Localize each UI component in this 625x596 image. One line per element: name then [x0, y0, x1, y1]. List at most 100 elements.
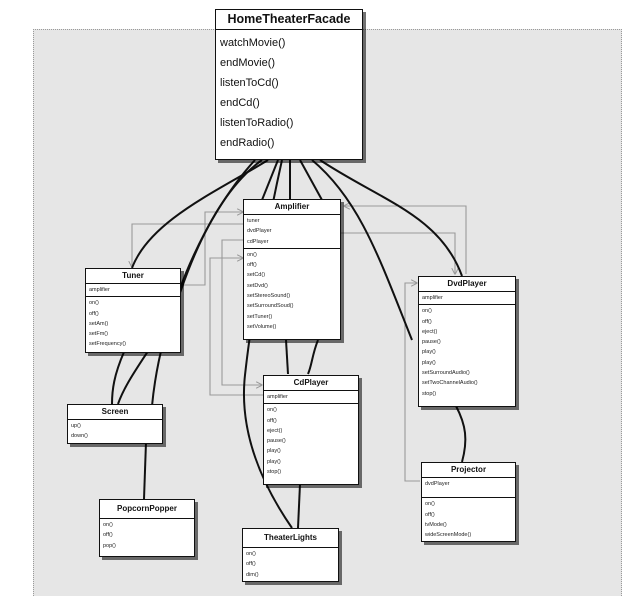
method-item: listenToCd() [220, 77, 279, 89]
field-list: dvdPlayer [422, 478, 515, 499]
method-item: on() [267, 407, 277, 414]
class-name: Projector [422, 463, 515, 478]
method-item: stop() [267, 469, 282, 476]
link-screen-popcorn [143, 441, 147, 500]
method-item: eject() [267, 427, 283, 434]
method-list: up() down() [68, 420, 162, 443]
field-list: amplifier [264, 391, 358, 405]
method-item: off() [247, 262, 257, 269]
method-item: setTuner() [247, 313, 273, 320]
class-name: Screen [68, 405, 162, 420]
arrow-cdplayer-to-amplifier [209, 258, 263, 396]
field-item: amplifier [422, 295, 443, 301]
method-item: on() [103, 522, 113, 528]
class-projector: Projector dvdPlayer on() off() tvMode() … [421, 462, 516, 542]
class-popcornpopper: PopcornPopper on() off() pop() [99, 499, 195, 557]
method-item: setStereoSound() [247, 293, 291, 300]
method-item: setDvd() [247, 282, 268, 289]
method-item: setVolume() [247, 323, 277, 330]
method-item: off() [246, 561, 256, 568]
method-item: pop() [103, 542, 116, 549]
link-facade-amplifier-right [299, 159, 323, 201]
method-item: on() [246, 551, 256, 557]
method-item: tvMode() [425, 521, 447, 528]
method-item: pause() [267, 438, 286, 445]
method-item: listenToRadio() [220, 117, 294, 129]
arrow-projector-to-dvdplayer [404, 283, 420, 482]
method-item: setCd() [247, 272, 266, 279]
field-item: cdPlayer [247, 238, 269, 245]
class-name: HomeTheaterFacade [216, 10, 362, 30]
class-name: Tuner [86, 269, 180, 284]
arrow-amplifier-to-cdplayer [221, 239, 262, 385]
class-name: TheaterLights [243, 529, 338, 548]
field-item: amplifier [267, 394, 288, 400]
link-facade-dvdplayer [319, 159, 463, 277]
class-name: PopcornPopper [100, 500, 194, 519]
link-facade-projector [311, 159, 413, 341]
method-list: on() off() setAm() setFm() setFrequency(… [86, 297, 180, 350]
method-item: setAm() [89, 320, 109, 327]
field-list: tuner dvdPlayer cdPlayer [244, 215, 340, 249]
arrow-amplifier-to-tuner [132, 223, 244, 267]
class-name: CdPlayer [264, 376, 358, 391]
field-item: tuner [247, 218, 260, 224]
method-item: play() [267, 458, 281, 465]
method-list: on() off() eject() pause() play() play()… [264, 404, 358, 478]
method-item: on() [247, 251, 257, 258]
method-item: off() [89, 310, 99, 317]
method-item: off() [103, 532, 113, 539]
method-item: stop() [422, 390, 437, 397]
field-item: amplifier [89, 287, 110, 293]
method-item: endRadio() [220, 137, 275, 149]
method-item: setFm() [89, 331, 108, 338]
class-name: DvdPlayer [419, 277, 515, 292]
method-item: on() [89, 300, 99, 307]
method-item: off() [422, 318, 432, 325]
field-list: amplifier [86, 284, 180, 298]
facade-links [111, 159, 467, 529]
field-item: dvdPlayer [425, 481, 450, 487]
link-facade-amplifier-left [261, 159, 279, 201]
method-list: on() off() pop() [100, 519, 194, 552]
method-item: setSurroundAudio() [422, 370, 470, 377]
method-item: watchMovie() [220, 37, 286, 49]
class-theaterlights: TheaterLights on() off() dim() [242, 528, 339, 582]
method-item: play() [267, 448, 281, 455]
class-cdplayer: CdPlayer amplifier on() off() eject() pa… [263, 375, 359, 485]
method-item: setSurroundSoud() [247, 303, 294, 310]
class-tuner: Tuner amplifier on() off() setAm() setFm… [85, 268, 181, 353]
link-cdplayer-theaterlights [297, 483, 301, 529]
class-amplifier: Amplifier tuner dvdPlayer cdPlayer on() … [243, 199, 341, 340]
field-item: dvdPlayer [247, 228, 272, 235]
method-item: dim() [246, 571, 259, 578]
link-tuner-screen [111, 351, 125, 405]
link-amplifier-cdplayer-right [307, 339, 319, 375]
method-item: play() [422, 359, 436, 366]
arrow-dvdplayer-to-amplifier [344, 206, 467, 274]
method-item: endCd() [220, 97, 260, 109]
class-hometheaterfacade: HomeTheaterFacade watchMovie() endMovie(… [215, 9, 363, 160]
class-dvdplayer: DvdPlayer amplifier on() off() eject() p… [418, 276, 516, 407]
method-item: up() [71, 423, 81, 429]
method-item: wideScreenMode() [425, 532, 472, 539]
method-list: on() off() tvMode() wideScreenMode() [422, 498, 515, 541]
method-item: setFrequency() [89, 341, 126, 348]
class-screen: Screen up() down() [67, 404, 163, 444]
method-item: off() [267, 417, 277, 424]
method-item: on() [425, 501, 435, 508]
method-item: pause() [422, 339, 441, 346]
method-list: on() off() eject() pause() play() play()… [419, 305, 515, 400]
link-dvdplayer-projector [455, 405, 467, 463]
arrow-amplifier-to-dvdplayer [340, 232, 455, 274]
method-item: endMovie() [220, 57, 276, 69]
method-list: watchMovie() endMovie() listenToCd() end… [216, 30, 362, 156]
field-list: amplifier [419, 292, 515, 306]
association-arrows [132, 206, 467, 482]
link-amplifier-cdplayer-left [285, 339, 289, 375]
method-list: on() off() dim() [243, 548, 338, 581]
method-item: down() [71, 433, 88, 440]
method-list: on() off() setCd() setDvd() setStereoSou… [244, 249, 340, 333]
